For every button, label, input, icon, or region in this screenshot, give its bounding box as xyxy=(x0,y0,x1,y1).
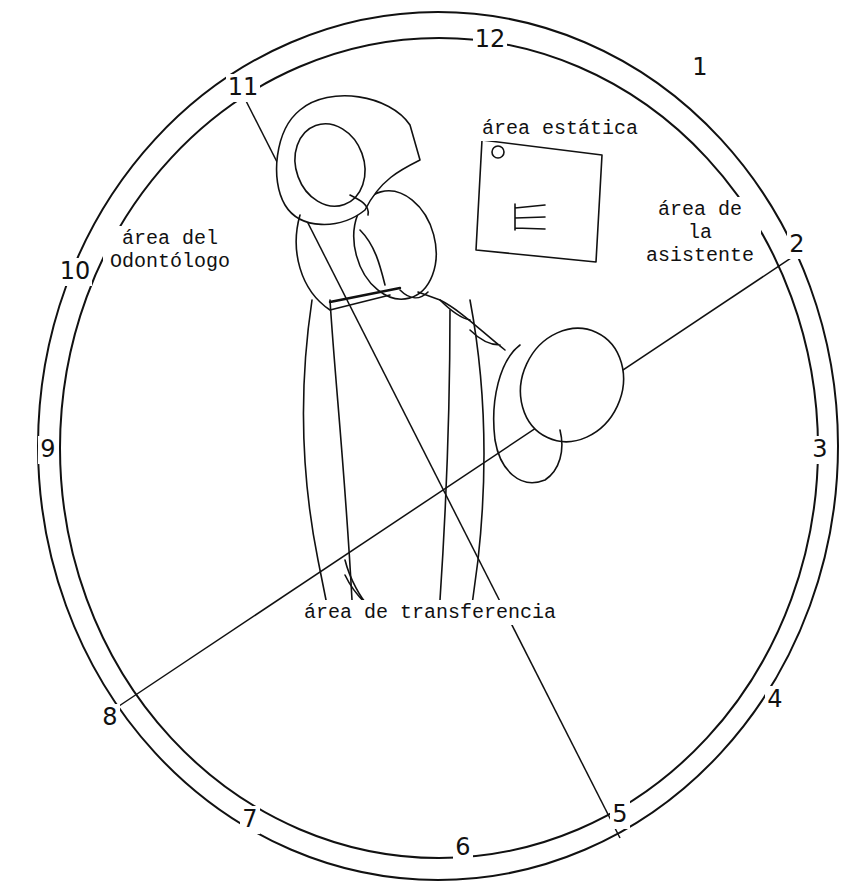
clock-number: 11 xyxy=(226,74,261,102)
area-label: área de transferencia xyxy=(301,600,559,625)
assistant-body xyxy=(494,345,562,483)
area-label: área del Odontólogo xyxy=(103,226,237,274)
instrument-tray xyxy=(476,140,602,262)
patient-body xyxy=(330,300,450,600)
dentist-arm xyxy=(296,215,390,310)
tray-knob xyxy=(492,146,504,158)
outer-ring xyxy=(38,12,838,880)
area-label: área de la asistente xyxy=(639,197,761,268)
clock-number: 10 xyxy=(58,258,93,286)
clock-number: 3 xyxy=(810,436,829,464)
operatory-drawing xyxy=(277,96,642,620)
clock-number: 7 xyxy=(240,806,259,834)
area-label: área estática xyxy=(479,116,641,141)
dental-instrument xyxy=(330,288,400,302)
assistant-arm xyxy=(418,292,505,350)
dental-chair xyxy=(304,300,484,620)
inner-ring xyxy=(60,38,818,858)
chair-detail xyxy=(345,560,368,605)
assistant-hand xyxy=(440,300,470,320)
dentist-cap xyxy=(277,96,420,225)
sector-line xyxy=(110,252,800,712)
clock-number: 9 xyxy=(38,436,57,464)
clock-number: 4 xyxy=(765,686,784,714)
clock-number: 8 xyxy=(100,704,119,732)
clock-number: 12 xyxy=(473,26,508,54)
clock-number: 5 xyxy=(610,801,629,829)
tray-instruments xyxy=(515,204,545,230)
clock-number: 6 xyxy=(453,834,472,862)
clock-number: 2 xyxy=(787,231,806,259)
dentist-face xyxy=(350,195,368,215)
assistant-head xyxy=(502,311,642,458)
clock-number: 1 xyxy=(690,54,709,82)
sector-line xyxy=(243,95,620,838)
dentist-head xyxy=(284,114,377,216)
